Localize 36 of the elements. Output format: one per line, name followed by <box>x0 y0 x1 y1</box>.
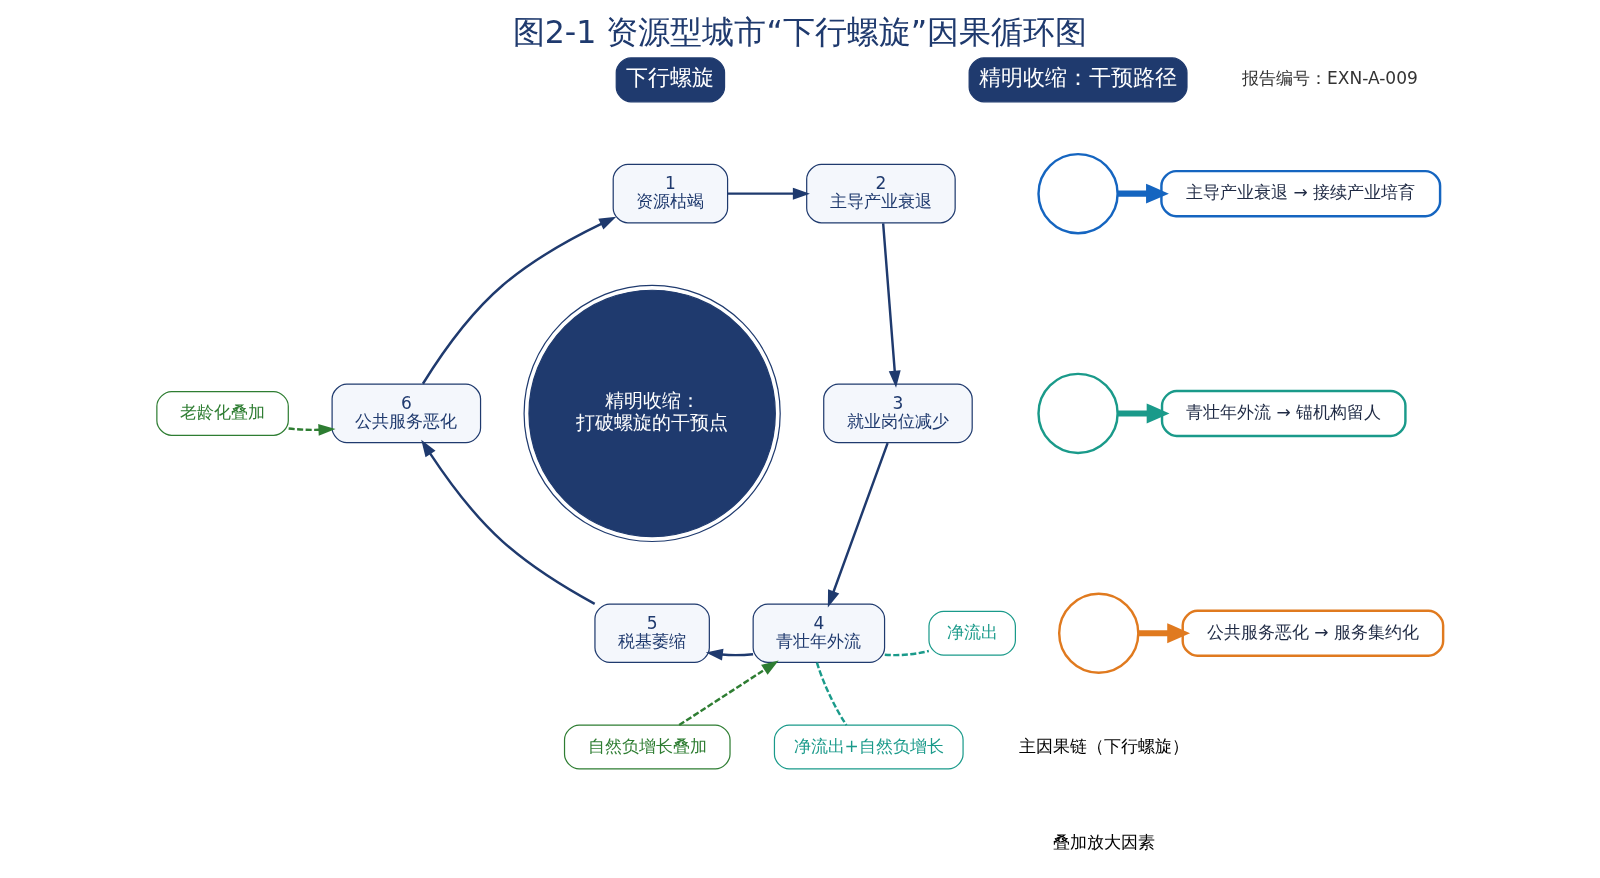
node-box: 老龄化叠加 <box>156 390 289 436</box>
node-box: 2 主导产业衰退 <box>806 163 956 224</box>
node-circle <box>1037 152 1119 235</box>
connector <box>884 649 930 657</box>
node-box: 主导产业衰退 → 接续产业培育 <box>1160 169 1442 218</box>
arrow <box>421 439 596 605</box>
node-box: 4 青壮年外流 <box>752 603 886 664</box>
legend-label: 叠加放大因素 <box>1052 831 1155 852</box>
arrow <box>705 648 754 661</box>
node-box: 自然负增长叠加 <box>563 724 731 770</box>
node-circle: 精明收缩： 打破螺旋的干预点 <box>523 284 781 543</box>
arrow <box>1138 623 1191 644</box>
node-box: 6 公共服务恶化 <box>331 383 482 444</box>
arrow <box>881 223 901 388</box>
arrow <box>827 442 889 608</box>
arrow <box>678 660 779 727</box>
node-box: 青壮年外流 → 锚机构留人 <box>1160 389 1407 438</box>
legend-label: 主因果链（下行螺旋） <box>1018 735 1189 756</box>
node-box: 1 资源枯竭 <box>612 163 729 224</box>
node-box: 5 税基萎缩 <box>594 603 710 664</box>
node-box: 3 就业岗位减少 <box>823 383 973 444</box>
arrow <box>288 423 336 436</box>
arrow <box>1117 403 1170 424</box>
node-box: 净流出 <box>928 610 1016 656</box>
node-circle <box>1058 592 1140 674</box>
connector <box>815 662 848 726</box>
node-box: 净流出+自然负增长 <box>773 724 964 770</box>
arrow <box>727 187 810 200</box>
node-box: 下行螺旋 <box>615 57 726 103</box>
label: 报告编号：EXN-A-009 <box>1242 68 1418 89</box>
arrow <box>1117 183 1169 204</box>
node-circle <box>1037 372 1119 455</box>
node-box: 公共服务恶化 → 服务集约化 <box>1181 609 1445 657</box>
diagram-title: 图2-1 资源型城市“下行螺旋”因果循环图 <box>512 14 1088 51</box>
node-box: 精明收缩：干预路径 <box>968 57 1188 103</box>
arrow <box>421 216 617 385</box>
